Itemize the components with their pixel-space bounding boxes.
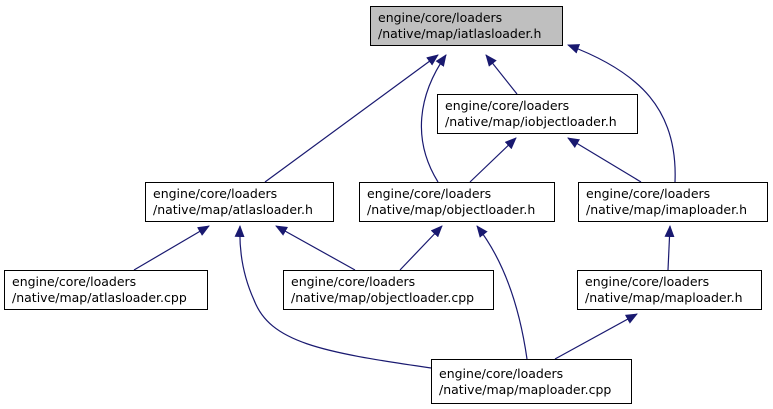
node-iatlasloader-h-line1: engine/core/loaders [378,10,503,25]
node-objectloader-h-line2: /native/map/objectloader.h [367,202,536,217]
node-maploader-h-line1: engine/core/loaders [585,274,710,289]
node-objectloader-cpp-line1: engine/core/loaders [291,274,416,289]
node-atlasloader-h-line2: /native/map/atlasloader.h [153,202,313,217]
node-iobjectloader-h-line2: /native/map/iobjectloader.h [445,114,617,129]
edge-imaploader-h-to-iobjectloader-h [567,137,642,183]
edge-objectloader-h-to-iobjectloader-h [469,137,517,183]
edge-maploader-cpp-to-maploader-h [554,313,638,360]
node-atlasloader-cpp[interactable]: engine/core/loaders /native/map/atlasloa… [4,270,208,310]
node-iobjectloader-h-line1: engine/core/loaders [445,98,570,113]
node-maploader-h-line2: /native/map/maploader.h [585,290,743,305]
node-iatlasloader-h[interactable]: engine/core/loaders /native/map/iatlaslo… [370,6,563,46]
edge-iobjectloader-h-to-iatlasloader-h [485,54,518,95]
node-objectloader-h[interactable]: engine/core/loaders /native/map/objectlo… [359,182,555,222]
node-atlasloader-h-line1: engine/core/loaders [153,186,278,201]
edge-maploader-cpp-to-atlasloader-h [234,225,432,369]
node-objectloader-cpp[interactable]: engine/core/loaders /native/map/objectlo… [283,270,494,310]
node-maploader-h[interactable]: engine/core/loaders /native/map/maploade… [577,270,762,310]
node-iatlasloader-h-line2: /native/map/iatlasloader.h [378,26,542,41]
node-imaploader-h-line2: /native/map/imaploader.h [586,202,747,217]
node-atlasloader-cpp-line1: engine/core/loaders [12,274,137,289]
edge-objectloader-h-to-iatlasloader-h [420,54,447,183]
edge-objectloader-cpp-to-objectloader-h [399,225,443,271]
edge-atlasloader-h-to-iatlasloader-h [264,54,439,183]
node-maploader-cpp-line1: engine/core/loaders [439,366,564,381]
edge-maploader-h-to-imaploader-h [664,225,675,271]
node-maploader-cpp[interactable]: engine/core/loaders /native/map/maploade… [431,359,632,404]
node-iobjectloader-h[interactable]: engine/core/loaders /native/map/iobjectl… [437,94,638,134]
node-objectloader-h-line1: engine/core/loaders [367,186,492,201]
node-maploader-cpp-line2: /native/map/maploader.cpp [439,382,612,397]
node-imaploader-h[interactable]: engine/core/loaders /native/map/imapload… [578,182,768,222]
edge-maploader-cpp-to-objectloader-h [476,225,528,360]
node-imaploader-h-line1: engine/core/loaders [586,186,711,201]
edge-objectloader-cpp-to-atlasloader-h [275,225,356,271]
edge-atlasloader-cpp-to-atlasloader-h [133,225,210,271]
node-atlasloader-cpp-line2: /native/map/atlasloader.cpp [12,290,187,305]
edge-imaploader-h-to-iatlasloader-h [567,44,676,183]
node-objectloader-cpp-line2: /native/map/objectloader.cpp [291,290,475,305]
node-atlasloader-h[interactable]: engine/core/loaders /native/map/atlasloa… [145,182,334,222]
